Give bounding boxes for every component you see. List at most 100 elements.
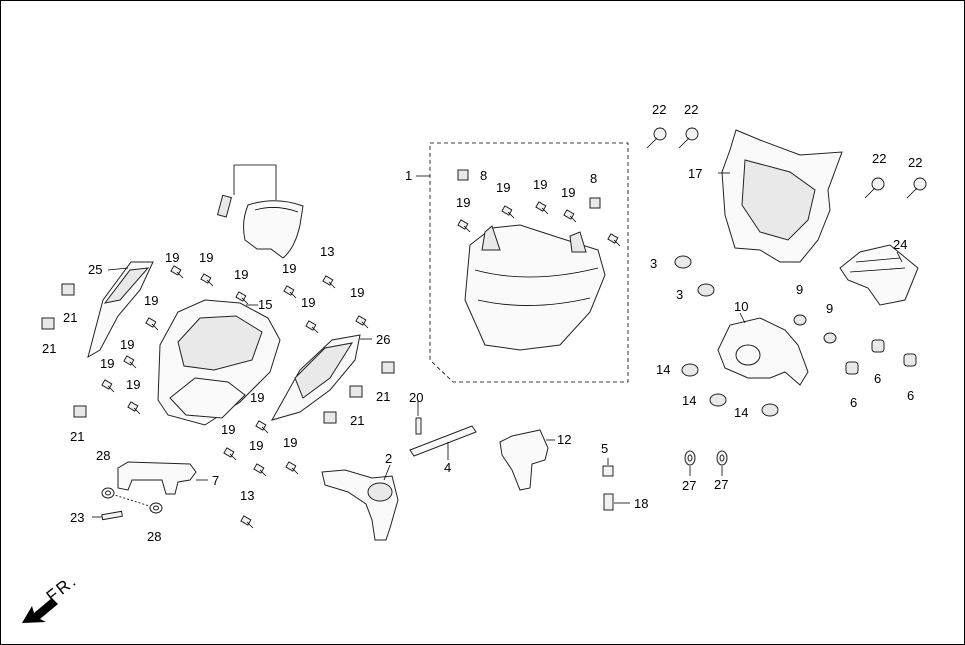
callout-c9b: 9 bbox=[826, 301, 833, 316]
mount-plate-part bbox=[717, 312, 809, 386]
screw-0 bbox=[170, 265, 182, 276]
washer-hole-1 bbox=[719, 454, 725, 462]
screw-1 bbox=[200, 273, 212, 284]
callout-c20: 20 bbox=[409, 390, 423, 405]
callout-c25: 25 bbox=[88, 262, 102, 277]
callout-c19i: 19 bbox=[100, 356, 114, 371]
callout-c8b: 8 bbox=[590, 171, 597, 186]
callout-c28b: 28 bbox=[147, 529, 161, 544]
screw-shank-20 bbox=[246, 521, 254, 529]
bolt-shank-0 bbox=[646, 137, 658, 149]
screw-9 bbox=[127, 401, 139, 412]
callout-c19p: 19 bbox=[533, 177, 547, 192]
screw-shank-8 bbox=[107, 385, 115, 393]
screw-7 bbox=[123, 355, 135, 366]
screw-8 bbox=[101, 379, 113, 390]
callout-c14c: 14 bbox=[734, 405, 748, 420]
callout-c13b: 13 bbox=[240, 488, 254, 503]
stay-part bbox=[321, 464, 399, 541]
bolt-shank-1 bbox=[678, 137, 690, 149]
callout-c19k: 19 bbox=[250, 390, 264, 405]
callout-c21d: 21 bbox=[376, 389, 390, 404]
callout-c19o: 19 bbox=[496, 180, 510, 195]
front-direction-label: FR. bbox=[43, 571, 81, 607]
callout-c9a: 9 bbox=[796, 282, 803, 297]
callout-c1: 1 bbox=[405, 168, 412, 183]
bolt-and-nut-part bbox=[602, 458, 630, 511]
callout-c19j: 19 bbox=[126, 377, 140, 392]
callout-c19l: 19 bbox=[221, 422, 235, 437]
screw-18 bbox=[607, 233, 619, 244]
callout-c5: 5 bbox=[601, 441, 608, 456]
callout-c15: 15 bbox=[258, 297, 272, 312]
bolt-head-2 bbox=[871, 177, 885, 191]
callout-c19e: 19 bbox=[144, 293, 158, 308]
screw-shank-17 bbox=[463, 225, 471, 233]
screw-shank-16 bbox=[569, 215, 577, 223]
screw-4 bbox=[145, 317, 157, 328]
headlight-assembly-part bbox=[416, 142, 629, 383]
bolt-shank-2 bbox=[864, 187, 876, 199]
inner-support-frame-part bbox=[718, 129, 843, 263]
screw-shank-10 bbox=[261, 426, 269, 434]
callout-c17: 17 bbox=[688, 166, 702, 181]
callout-c27b: 27 bbox=[714, 477, 728, 492]
bolt-head-0 bbox=[653, 127, 667, 141]
callout-c22b: 22 bbox=[684, 102, 698, 117]
callout-c8a: 8 bbox=[480, 168, 487, 183]
front-direction-indicator: FR. bbox=[22, 571, 81, 623]
clip-2 bbox=[73, 405, 87, 418]
callout-c21c: 21 bbox=[70, 429, 84, 444]
callout-c10: 10 bbox=[734, 299, 748, 314]
screw-13 bbox=[285, 461, 297, 472]
screw-shank-12 bbox=[259, 469, 267, 477]
washer-hole-0 bbox=[687, 454, 693, 462]
damper-0 bbox=[871, 339, 885, 353]
callout-c19c: 19 bbox=[234, 267, 248, 282]
grommet-3 bbox=[709, 393, 727, 407]
callout-c12: 12 bbox=[557, 432, 571, 447]
callout-c19r: 19 bbox=[456, 195, 470, 210]
screw-14 bbox=[501, 205, 513, 216]
screw-6 bbox=[355, 315, 367, 326]
callout-c26: 26 bbox=[376, 332, 390, 347]
callout-c24: 24 bbox=[893, 237, 907, 252]
callout-c14a: 14 bbox=[656, 362, 670, 377]
grommet9-0 bbox=[793, 314, 807, 326]
screw-shank-15 bbox=[541, 207, 549, 215]
callout-c7: 7 bbox=[212, 473, 219, 488]
screw-17 bbox=[457, 219, 469, 230]
screw-12 bbox=[253, 463, 265, 474]
callout-c6c: 6 bbox=[907, 388, 914, 403]
screw-3 bbox=[283, 285, 295, 296]
windscreen-part bbox=[216, 164, 304, 259]
callout-c19m: 19 bbox=[249, 438, 263, 453]
screw-shank-2 bbox=[241, 297, 249, 305]
support-bracket-part bbox=[499, 429, 555, 491]
callout-c19q: 19 bbox=[561, 185, 575, 200]
screw-shank-3 bbox=[289, 291, 297, 299]
grommet-0 bbox=[674, 255, 692, 269]
bolt-head-1 bbox=[685, 127, 699, 141]
screw-shank-6 bbox=[361, 321, 369, 329]
callout-c14b: 14 bbox=[682, 393, 696, 408]
screw-shank-5 bbox=[311, 326, 319, 334]
callout-c19h: 19 bbox=[120, 337, 134, 352]
callout-c13a: 13 bbox=[320, 244, 334, 259]
screw-5 bbox=[305, 320, 317, 331]
callout-c6b: 6 bbox=[850, 395, 857, 410]
screw-20 bbox=[240, 515, 252, 526]
screw-11 bbox=[223, 447, 235, 458]
clip-3 bbox=[381, 361, 395, 374]
screw-19 bbox=[322, 275, 334, 286]
grommet9-1 bbox=[823, 332, 837, 344]
screw-shank-14 bbox=[507, 211, 515, 219]
callout-c19g: 19 bbox=[350, 285, 364, 300]
right-side-trim-part bbox=[270, 334, 372, 421]
front-arrow-icon bbox=[22, 598, 58, 623]
heat-guard-part bbox=[839, 244, 919, 306]
grommet-4 bbox=[761, 403, 779, 417]
damper-2 bbox=[903, 353, 917, 367]
callout-c19f: 19 bbox=[301, 295, 315, 310]
